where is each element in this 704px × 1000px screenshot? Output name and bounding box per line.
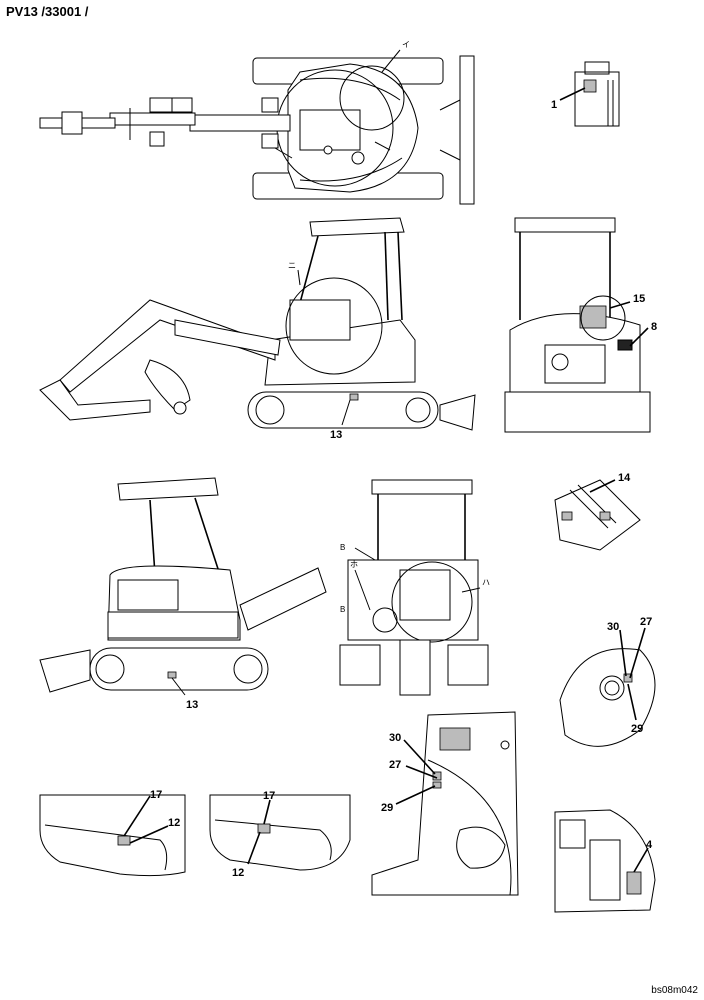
front-view-excavator: [339, 479, 489, 696]
view-mark-ho: ホ: [350, 560, 358, 569]
callout-27a: 27: [640, 616, 652, 628]
callout-12a: 12: [168, 817, 180, 829]
callout-17b: 17: [263, 790, 275, 802]
detail-item-1: [559, 61, 620, 127]
top-view-excavator: [39, 49, 475, 205]
callout-15: 15: [633, 293, 645, 305]
detail-items-27-29-30-b: [371, 711, 519, 896]
callout-13-side: 13: [330, 429, 342, 441]
callout-4: 4: [646, 839, 653, 851]
callout-29a: 29: [631, 723, 643, 735]
callout-13-side2: 13: [186, 699, 198, 711]
detail-items-17-12-a: [39, 794, 186, 877]
callout-1: 1: [551, 99, 557, 111]
view-mark-b2: B: [340, 605, 345, 614]
drawing-code: bs08m042: [651, 985, 698, 996]
detail-items-27-29-30-a: [559, 627, 656, 747]
callout-30b: 30: [389, 732, 401, 744]
detail-item-4: [554, 809, 656, 913]
callout-12b: 12: [232, 867, 244, 879]
detail-items-17-12-b: [209, 794, 351, 871]
rear-view-excavator: [504, 217, 651, 433]
callout-14: 14: [618, 472, 631, 484]
view-mark-ni: ニ: [288, 261, 296, 270]
view-mark-b1: B: [340, 543, 345, 552]
callout-17a: 17: [150, 789, 162, 801]
page-title: PV13 /33001 /: [6, 4, 89, 19]
callout-29b: 29: [381, 802, 393, 814]
view-mark-i: イ: [402, 40, 410, 49]
side-view-excavator: [39, 217, 476, 431]
callout-8: 8: [651, 321, 657, 333]
side-view-2-excavator: [39, 477, 327, 696]
callout-30a: 30: [607, 621, 619, 633]
view-mark-ha: ハ: [482, 578, 490, 587]
detail-item-14: [554, 479, 641, 551]
callout-27b: 27: [389, 759, 401, 771]
